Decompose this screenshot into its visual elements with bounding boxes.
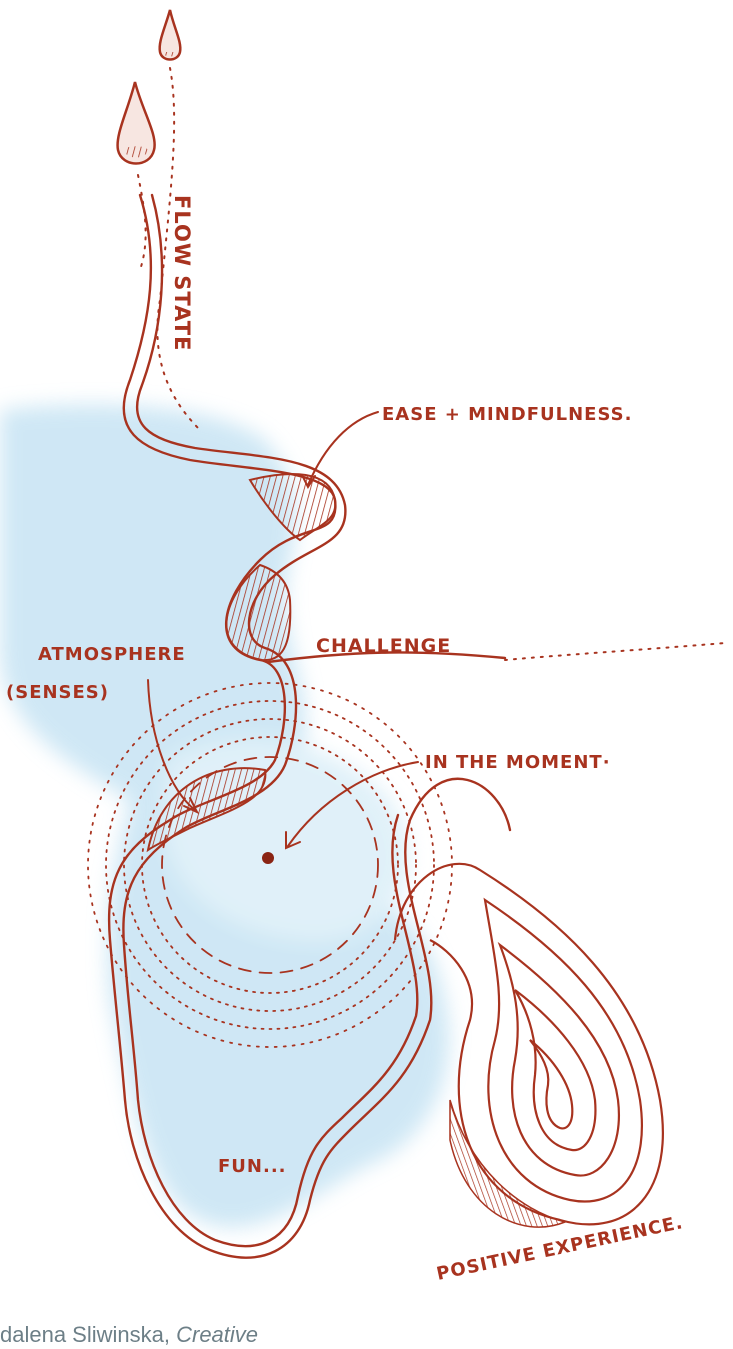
watercolor-wash (0, 404, 449, 1227)
moment-dot (262, 852, 274, 864)
label-flow-state: FLOW STATE (170, 195, 194, 351)
label-atmosphere: ATMOSPHERE (38, 644, 186, 665)
label-in-the-moment: IN THE MOMENT· (425, 752, 611, 773)
caption-author: dalena Sliwinska, (0, 1322, 176, 1347)
label-challenge: CHALLENGE (316, 635, 451, 657)
label-ease-mindfulness: EASE + MINDFULNESS. (382, 404, 632, 425)
image-caption: dalena Sliwinska, Creative (0, 1321, 258, 1349)
label-fun: FUN... (218, 1156, 287, 1177)
caption-title: Creative (176, 1322, 258, 1347)
raindrop-small-icon (160, 10, 181, 60)
label-senses: (SENSES) (6, 682, 109, 703)
raindrop-large-icon (118, 82, 155, 164)
